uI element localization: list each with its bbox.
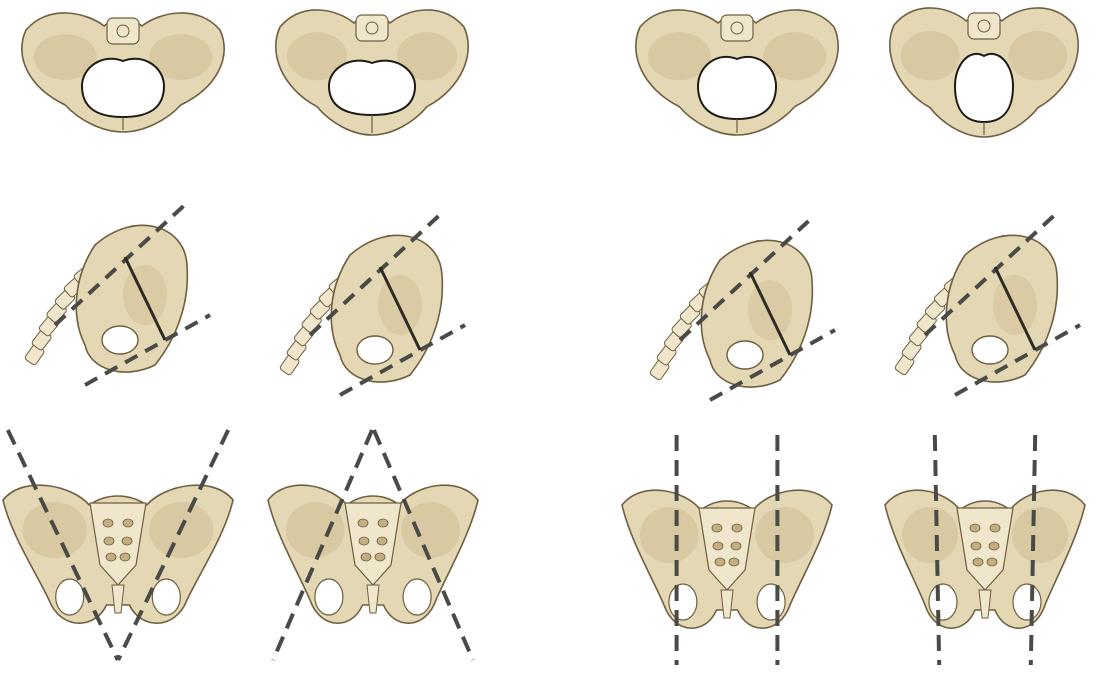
coccyx bbox=[721, 590, 733, 618]
sacral-foramen bbox=[123, 519, 133, 527]
sacral-foramen bbox=[729, 558, 739, 566]
sacral-foramen bbox=[122, 537, 132, 545]
obturator-foramen bbox=[56, 579, 84, 615]
sacral-foramen bbox=[106, 553, 116, 561]
lateral-pelvis-2 bbox=[279, 210, 465, 395]
sacral-foramen bbox=[378, 519, 388, 527]
sacral-foramen bbox=[732, 524, 742, 532]
iliac-wing-shade bbox=[1009, 31, 1068, 80]
iliac-wing-shade bbox=[901, 31, 960, 80]
inlet-view-row bbox=[22, 8, 1078, 137]
inlet-pelvis-2 bbox=[276, 10, 468, 135]
obturator-foramen bbox=[669, 584, 697, 620]
sacral-foramen bbox=[971, 542, 981, 550]
sacrum bbox=[107, 18, 139, 44]
lateral-pelvis-1 bbox=[24, 200, 210, 385]
coccyx bbox=[367, 585, 379, 613]
sacral-foramen bbox=[361, 553, 371, 561]
sacrum bbox=[968, 13, 1000, 39]
iliac-wing-shade bbox=[640, 507, 699, 563]
sacral-foramen bbox=[731, 542, 741, 550]
sidewall-dash-right bbox=[1031, 435, 1035, 665]
sacrum bbox=[721, 15, 753, 41]
sacral-foramen bbox=[103, 519, 113, 527]
sidewall-dash-left bbox=[935, 435, 939, 665]
inlet-pelvis-4 bbox=[890, 8, 1078, 137]
sacral-foramen bbox=[987, 558, 997, 566]
obturator-foramen bbox=[727, 341, 763, 369]
sacral-foramen bbox=[712, 524, 722, 532]
pelvic-inlet-outline bbox=[955, 54, 1013, 122]
pelvic-inlet-outline bbox=[329, 61, 415, 115]
inlet-pelvis-3 bbox=[636, 10, 838, 135]
posterior-pelvis-1 bbox=[3, 430, 233, 660]
coccyx bbox=[979, 590, 991, 618]
sacral-foramen bbox=[377, 537, 387, 545]
lateral-pelvis-3 bbox=[649, 215, 835, 400]
sacral-foramen bbox=[713, 542, 723, 550]
posterior-view-row bbox=[3, 430, 1085, 665]
iliac-wing-shade bbox=[1012, 507, 1068, 563]
lateral-pelvis-4 bbox=[894, 210, 1080, 395]
lateral-view-row bbox=[24, 200, 1080, 400]
iliac-wing-shade bbox=[755, 507, 814, 563]
sacrum bbox=[356, 15, 388, 41]
sacral-foramen bbox=[715, 558, 725, 566]
obturator-foramen bbox=[1013, 584, 1041, 620]
pelvic-inlet-outline bbox=[698, 57, 776, 119]
sacral-foramen bbox=[990, 524, 1000, 532]
posterior-pelvis-4 bbox=[885, 435, 1085, 665]
sacral-foramen bbox=[120, 553, 130, 561]
sacral-foramen bbox=[359, 537, 369, 545]
posterior-pelvis-2 bbox=[268, 430, 478, 660]
posterior-pelvis-3 bbox=[622, 435, 832, 665]
obturator-foramen bbox=[315, 579, 343, 615]
sacral-foramen bbox=[375, 553, 385, 561]
obturator-foramen bbox=[152, 579, 180, 615]
sacral-foramen bbox=[104, 537, 114, 545]
iliac-shade bbox=[748, 280, 792, 340]
obturator-foramen bbox=[972, 336, 1008, 364]
sacral-foramen bbox=[973, 558, 983, 566]
coccyx bbox=[112, 585, 124, 613]
obturator-foramen bbox=[757, 584, 785, 620]
iliac-shade bbox=[378, 275, 422, 335]
iliac-wing-shade bbox=[902, 507, 958, 563]
obturator-foramen bbox=[102, 326, 138, 354]
sacral-foramen bbox=[358, 519, 368, 527]
obturator-foramen bbox=[357, 336, 393, 364]
sacral-foramen bbox=[970, 524, 980, 532]
inlet-pelvis-1 bbox=[22, 13, 224, 132]
pelvic-inlet-outline bbox=[82, 59, 164, 117]
obturator-foramen bbox=[403, 579, 431, 615]
iliac-shade bbox=[123, 265, 167, 325]
obturator-foramen bbox=[929, 584, 957, 620]
sacral-foramen bbox=[989, 542, 999, 550]
iliac-shade bbox=[993, 275, 1037, 335]
